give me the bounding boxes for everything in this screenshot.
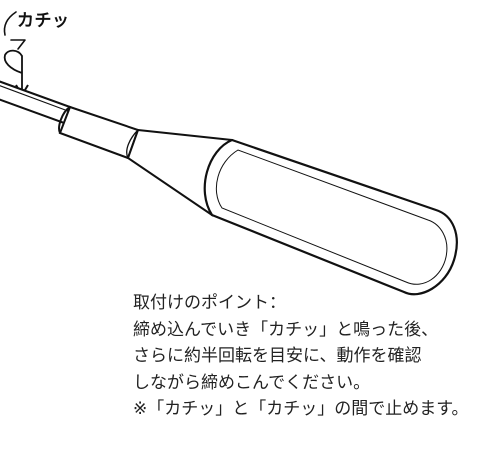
installation-tips: 取付けのポイント： 締め込んでいき「カチッ」と鳴った後、 さらに約半回転を目安に… xyxy=(133,290,488,423)
wrench-grip xyxy=(203,138,458,296)
tips-heading: 取付けのポイント： xyxy=(133,293,286,313)
click-sound-label: カチッ xyxy=(17,11,70,31)
tips-note: ※「カチッ」と「カチッ」の間で止めます。 xyxy=(133,399,469,419)
wrench-shaft xyxy=(0,80,234,217)
tips-line: さらに約半回転を目安に、動作を確認 xyxy=(133,346,422,366)
tips-line: 締め込んでいき「カチッ」と鳴った後、 xyxy=(133,319,439,340)
click-sound-mark-icon xyxy=(3,11,26,50)
tips-line: しながら締めこんでください。 xyxy=(133,372,371,393)
